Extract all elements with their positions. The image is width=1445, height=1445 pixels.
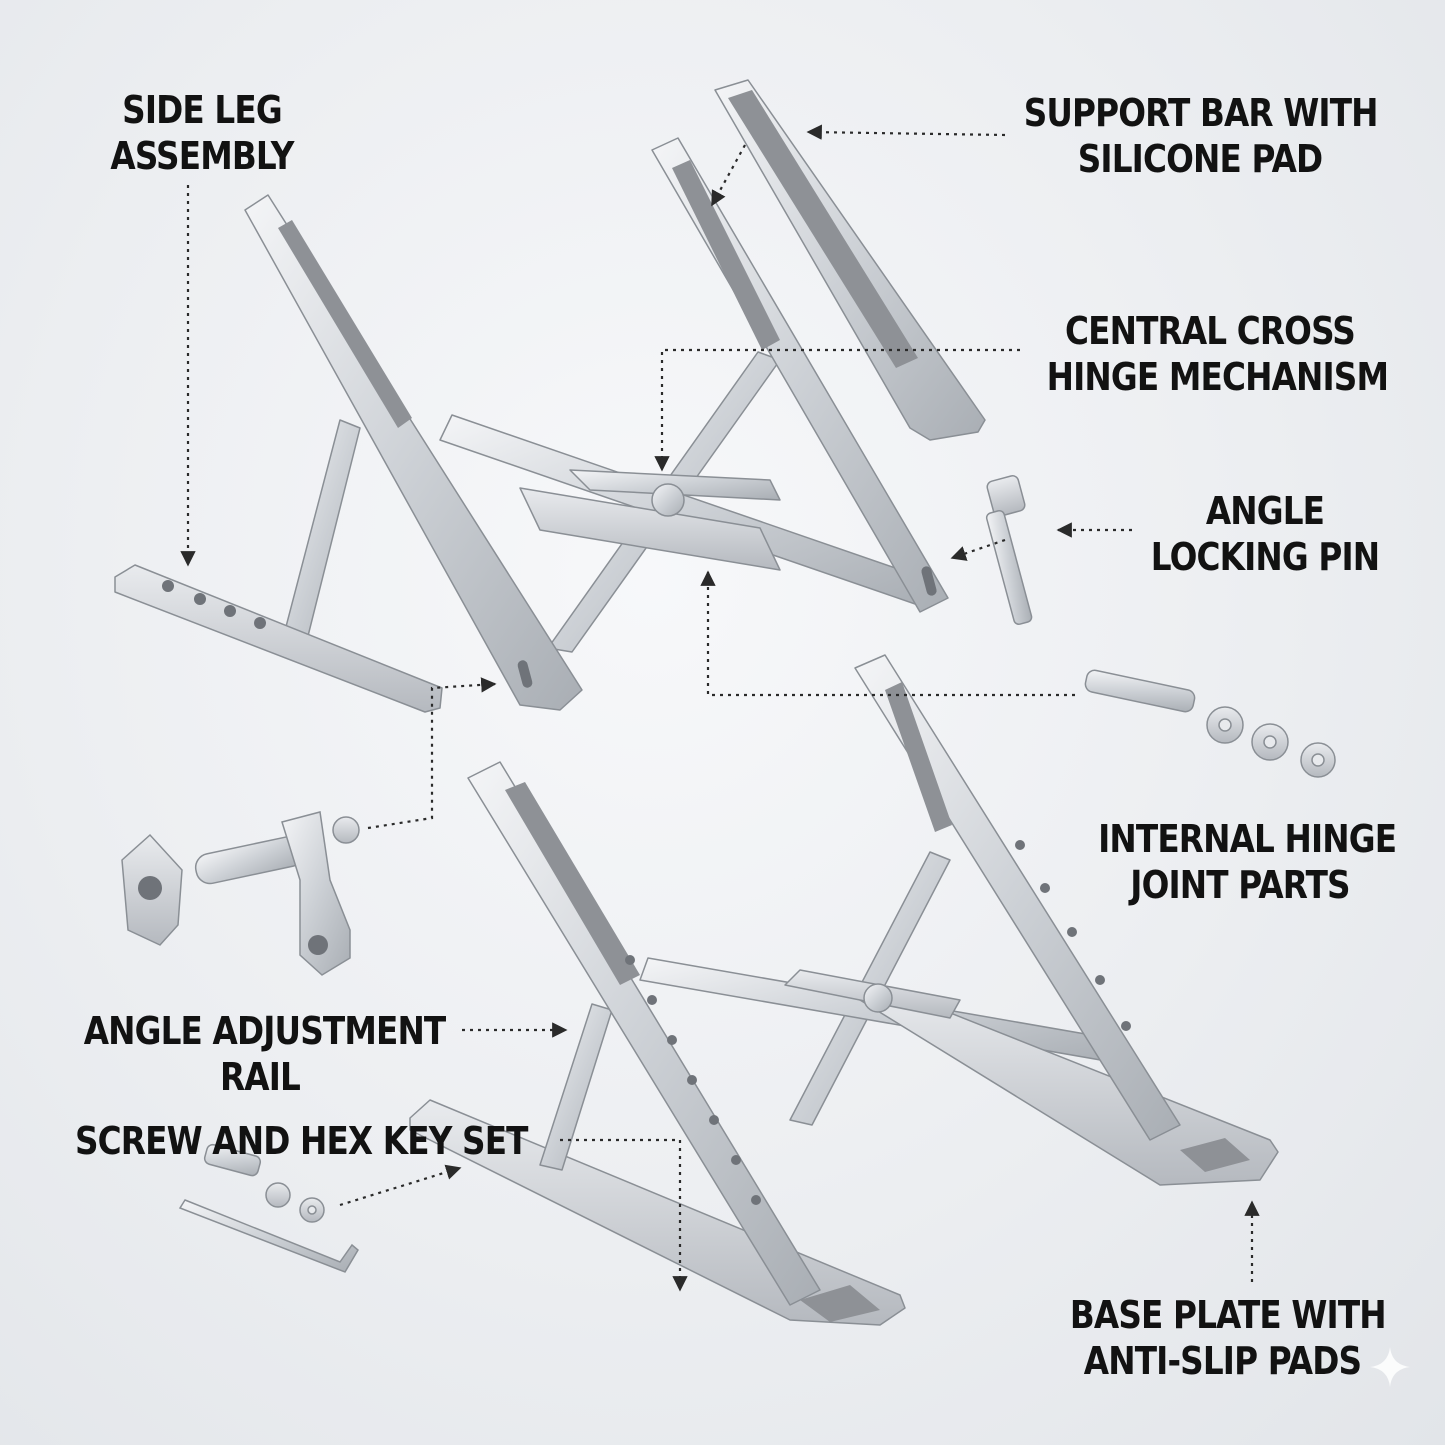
locking-pin-head <box>986 475 1026 517</box>
leg-slot <box>517 660 533 688</box>
leader-rail-knob <box>367 677 497 830</box>
label-internal-hinge-joint: INTERNAL HINGE JOINT PARTS <box>1098 817 1397 907</box>
rail-washer <box>332 816 360 844</box>
washer-hole <box>1311 753 1325 767</box>
leader-support-bar-2 <box>711 144 746 207</box>
leader-screw-set <box>339 1164 462 1207</box>
sparkle-icon <box>1370 1347 1410 1387</box>
base-hole <box>194 593 206 605</box>
bottom-stand <box>409 654 1279 1326</box>
leg-slot <box>921 566 937 596</box>
rail-hole <box>1095 975 1105 985</box>
base-hole <box>162 580 174 592</box>
rail-hole <box>687 1075 697 1085</box>
top-hinge-pivot <box>651 483 685 517</box>
rail-hole <box>1067 927 1077 937</box>
screw-nut <box>265 1182 291 1208</box>
bottom-left-leg-pad <box>505 782 640 985</box>
rail-hole <box>1121 1021 1131 1031</box>
leader-support-bar <box>806 124 1006 140</box>
leader-lines <box>180 124 1260 1292</box>
top-hinge-plate <box>519 487 781 571</box>
rail-bracket-eye <box>308 935 328 955</box>
base-hole <box>224 605 236 617</box>
base-pad <box>800 1285 880 1322</box>
washer-hole <box>1218 718 1232 732</box>
rail-hole <box>647 995 657 1005</box>
bottom-left-leg <box>467 761 821 1306</box>
rail-hole <box>1040 883 1050 893</box>
locking-pin-shaft <box>985 509 1033 625</box>
base-pad <box>1180 1138 1250 1172</box>
rail-hole <box>709 1115 719 1125</box>
rail-knob-center <box>138 876 162 900</box>
top-stand <box>114 79 1336 778</box>
support-bar-pad <box>728 90 918 368</box>
rail-hardware <box>121 811 360 976</box>
top-left-leg-pad <box>278 220 412 428</box>
label-central-cross-hinge: CENTRAL CROSS HINGE MECHANISM <box>1046 309 1389 399</box>
screw-set <box>178 1143 359 1273</box>
bottom-hinge-pivot <box>863 983 893 1013</box>
top-left-leg <box>244 194 583 711</box>
label-screw-hex-key-set: SCREW AND HEX KEY SET <box>75 1119 528 1163</box>
leader-internal-hinge <box>700 570 1075 697</box>
label-side-leg-assembly: SIDE LEG ASSEMBLY <box>110 88 294 178</box>
top-small-strut <box>281 419 361 649</box>
rail-hole <box>731 1155 741 1165</box>
base-hole <box>254 617 266 629</box>
rail-hole <box>1015 840 1025 850</box>
label-angle-adjustment-rail: ANGLE ADJUSTMENT RAIL <box>83 1009 447 1099</box>
hex-key <box>178 1199 359 1273</box>
bottom-right-leg-pad <box>885 682 952 832</box>
label-support-bar: SUPPORT BAR WITH SILICONE PAD <box>1023 91 1379 181</box>
washer-hole <box>1263 735 1277 749</box>
rail-bracket <box>281 811 351 976</box>
label-base-plate: BASE PLATE WITH ANTI-SLIP PADS <box>1069 1293 1387 1383</box>
screw-washer-hole <box>307 1205 317 1215</box>
hinge-bolt <box>1084 669 1196 713</box>
screw <box>203 1143 262 1177</box>
rail-hole <box>667 1035 677 1045</box>
rail-hole <box>751 1195 761 1205</box>
top-right-leg-pad <box>672 160 780 350</box>
bottom-right-leg <box>854 654 1181 1141</box>
rail-hole <box>625 955 635 965</box>
leader-screw-key <box>560 1138 688 1292</box>
label-angle-locking-pin: ANGLE LOCKING PIN <box>1150 489 1380 579</box>
leader-locking-pin-2 <box>950 538 1006 561</box>
